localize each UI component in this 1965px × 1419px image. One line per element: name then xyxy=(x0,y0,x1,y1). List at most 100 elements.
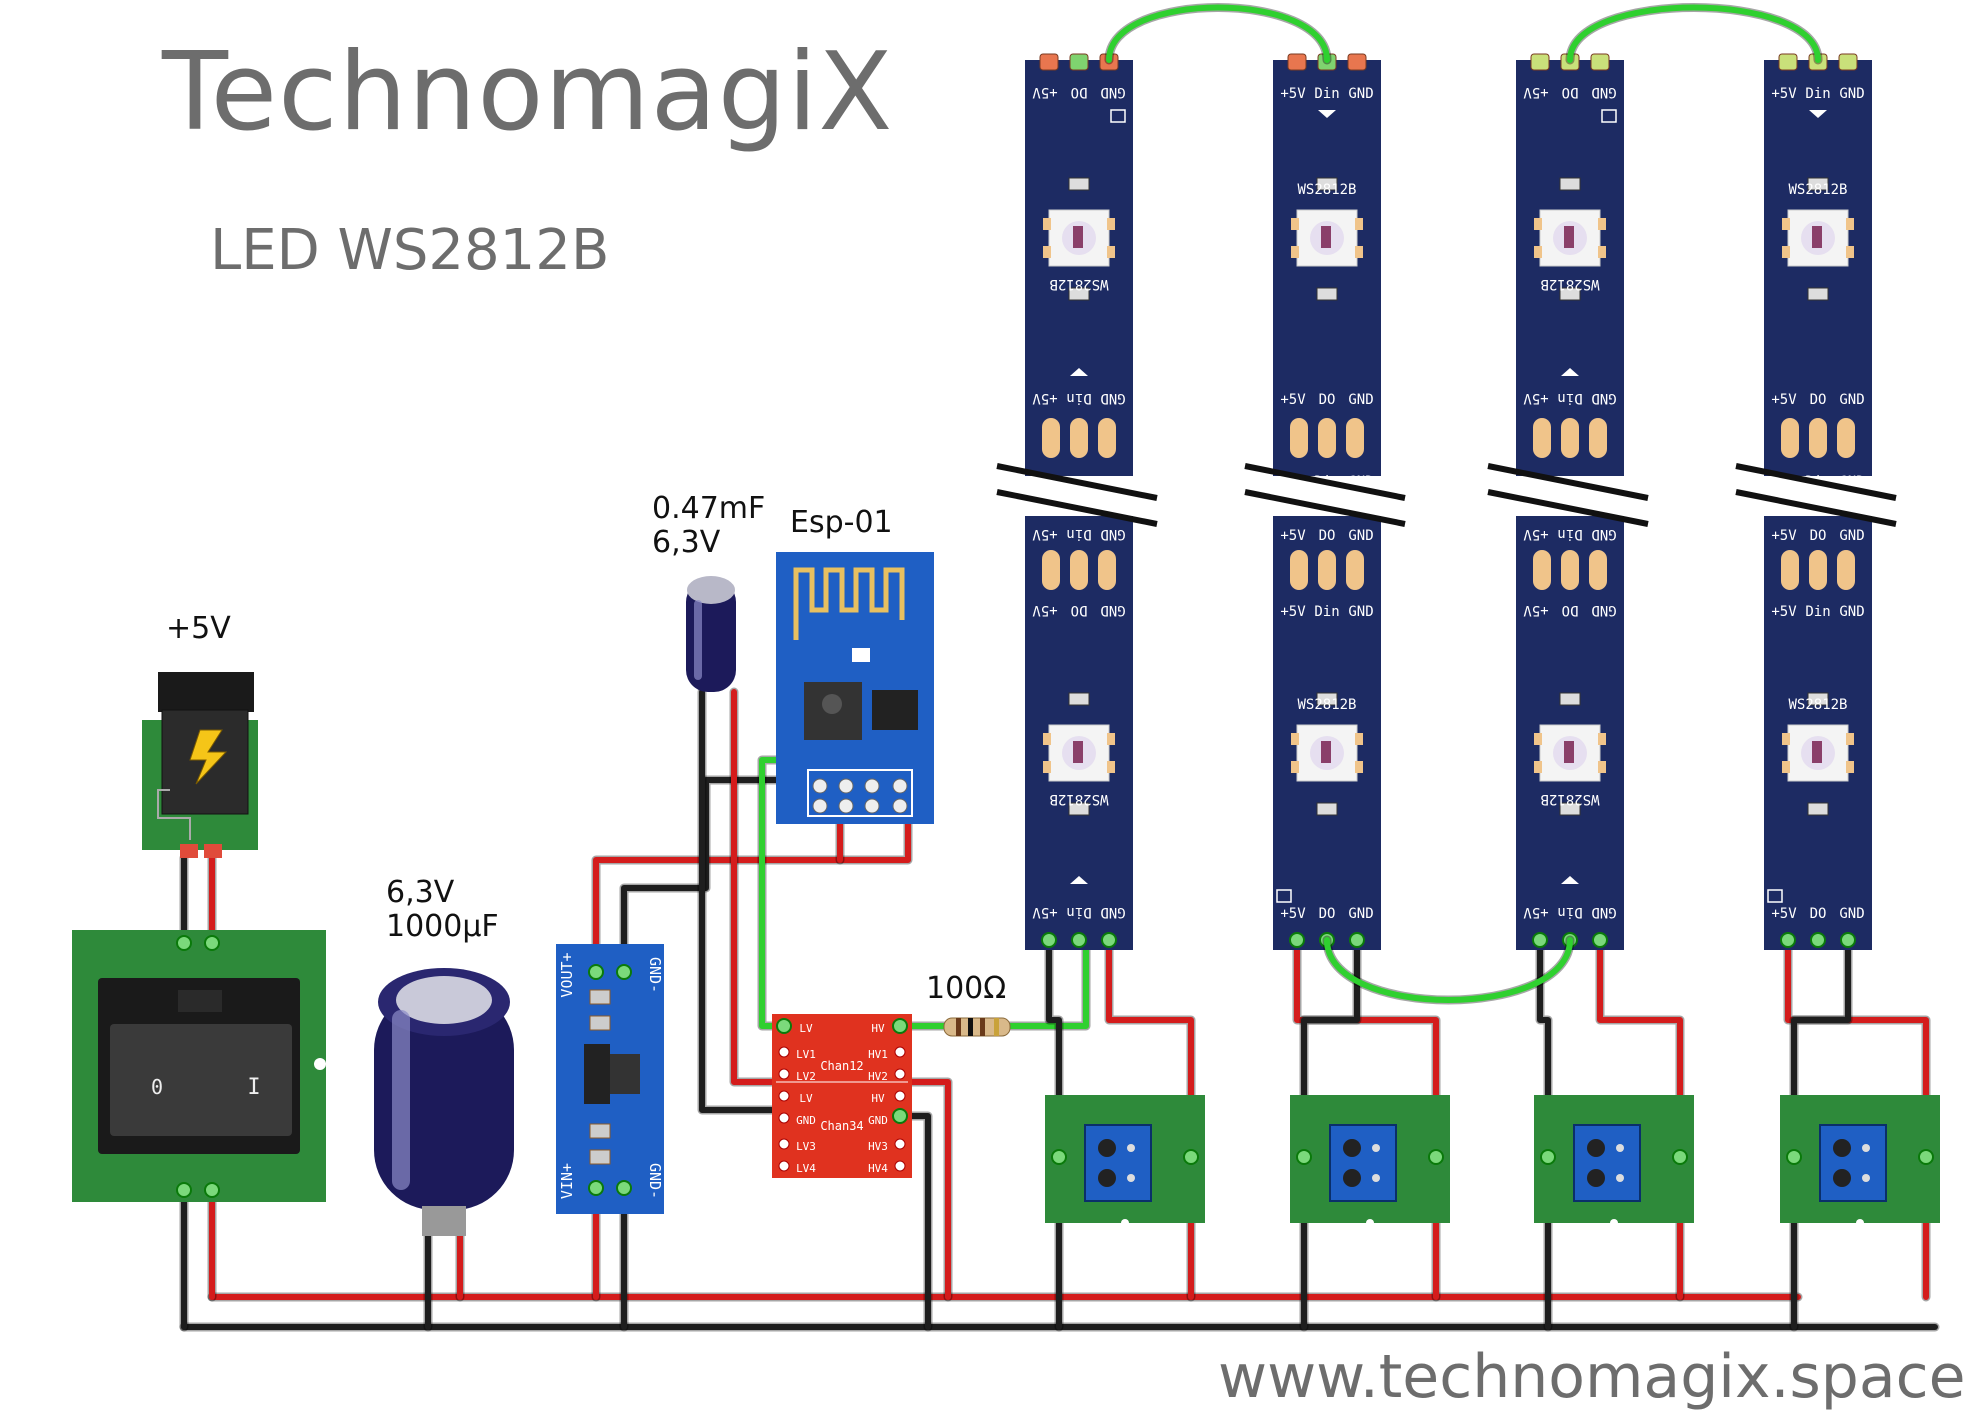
strip-pin-label: +5V xyxy=(1280,392,1306,408)
capacitor-smd xyxy=(1068,692,1090,706)
terminal-pin xyxy=(1296,1149,1312,1165)
strip-pin-label: DO xyxy=(1071,602,1088,618)
capacitor-smd xyxy=(1807,802,1829,816)
strip-pin-label: Din xyxy=(1314,604,1339,620)
strip-pin-label: Din xyxy=(1066,904,1091,920)
top-pad xyxy=(1530,53,1550,71)
top-pad xyxy=(1069,53,1089,71)
strip-pin-label: +5V xyxy=(1032,602,1058,618)
strip-pin-label: GND xyxy=(1100,84,1125,100)
cut-pad xyxy=(1098,550,1116,590)
strip-pin-label: GND xyxy=(1100,602,1125,618)
wires-front xyxy=(1104,3,1823,1005)
strip-pin-label: DO xyxy=(1562,602,1579,618)
wire-data-strip1 xyxy=(1007,937,1089,1029)
strip-pin-label: +5V xyxy=(1523,84,1549,100)
strip-pin-label: +5V xyxy=(1523,602,1549,618)
strip-pin-label: GND xyxy=(1591,602,1616,618)
terminal-block-2 xyxy=(1290,1095,1450,1227)
strip-pin-label: GND xyxy=(1591,526,1616,542)
top-pad xyxy=(1838,53,1858,71)
strip-pin-label: +5V xyxy=(1032,84,1058,100)
smd-part xyxy=(589,1149,611,1165)
cut-pad xyxy=(1290,550,1308,590)
terminal-pin xyxy=(1918,1149,1934,1165)
shifter-chan12-label: Chan12 xyxy=(820,1059,863,1073)
strip-pin-label: +5V xyxy=(1771,604,1797,620)
terminal-pin xyxy=(1051,1149,1067,1165)
strip-pin-label: GND xyxy=(1348,528,1373,544)
strip-pin-label: DO xyxy=(1071,84,1088,100)
terminal-pin xyxy=(1183,1149,1199,1165)
switch-on-mark: I xyxy=(247,1075,260,1100)
cut-pad xyxy=(1318,418,1336,458)
resistor-band xyxy=(968,1018,973,1036)
capacitor-smd xyxy=(1316,692,1338,706)
terminal-pin xyxy=(1428,1149,1444,1165)
cut-line xyxy=(996,463,1158,501)
cut-line xyxy=(1487,463,1649,501)
esp-label: Esp-01 xyxy=(790,505,893,540)
strip-pin-label: +5V xyxy=(1523,904,1549,920)
terminal-screw xyxy=(1587,1169,1605,1187)
cut-line xyxy=(1244,489,1406,527)
strip-pin-label: DO xyxy=(1319,528,1336,544)
top-pad xyxy=(1347,53,1367,71)
cut-pad xyxy=(1346,550,1364,590)
resistor-band xyxy=(994,1018,999,1036)
capacitor-smd xyxy=(1559,287,1581,301)
cut-line xyxy=(1735,463,1897,501)
terminal-block-3 xyxy=(1534,1095,1694,1227)
switch-pin xyxy=(176,935,192,951)
strip-pin-label: +5V xyxy=(1771,528,1797,544)
cap-top xyxy=(687,576,735,604)
strip-pin-label: GND xyxy=(1591,904,1616,920)
strip-pin-label: +5V xyxy=(1771,392,1797,408)
shifter-pin-label: GND xyxy=(796,1114,816,1127)
strip-bottom-pin xyxy=(1840,932,1856,948)
cut-pad xyxy=(1318,550,1336,590)
cut-pad xyxy=(1809,418,1827,458)
reg-pin xyxy=(588,964,604,980)
strip-pin-label: DO xyxy=(1319,392,1336,408)
cut-pad xyxy=(1837,550,1855,590)
terminal-housing xyxy=(1573,1124,1641,1202)
cut-pad xyxy=(1781,418,1799,458)
capacitor-smd xyxy=(1807,287,1829,301)
chip-label: WS2812B xyxy=(1788,182,1847,198)
strip-bottom-pin xyxy=(1810,932,1826,948)
cut-line xyxy=(1487,489,1649,527)
logo-mark xyxy=(1110,109,1126,123)
cut-pad xyxy=(1809,550,1827,590)
capacitor-smd xyxy=(1807,692,1829,706)
header-pin xyxy=(812,778,828,794)
top-pad xyxy=(1590,53,1610,71)
logo-mark xyxy=(1767,889,1783,903)
reg-pin xyxy=(588,1180,604,1196)
cut-pad xyxy=(1589,418,1607,458)
strip-pin-label: GND xyxy=(1348,604,1373,620)
strip-pin-label: Din xyxy=(1805,86,1830,102)
chip-label: WS2812B xyxy=(1049,276,1108,292)
strip-pin-label: GND xyxy=(1591,390,1616,406)
direction-arrow xyxy=(1561,876,1579,884)
shifter-pin-label: LV xyxy=(799,1022,813,1035)
top-pad xyxy=(1287,53,1307,71)
power-jack-label: +5V xyxy=(166,611,231,646)
terminal-pin xyxy=(1672,1149,1688,1165)
strip-pin-label: GND xyxy=(1591,84,1616,100)
led-1-chip xyxy=(1296,209,1358,267)
header-pin xyxy=(864,798,880,814)
shifter-pin-label: LV xyxy=(799,1092,813,1105)
resistor-label: 100Ω xyxy=(926,971,1007,1006)
strip-pin-label: GND xyxy=(1100,904,1125,920)
strip-bottom-pin xyxy=(1532,932,1548,948)
terminal-screw xyxy=(1343,1139,1361,1157)
chip-label: WS2812B xyxy=(1049,791,1108,807)
strip-pin-label: Din xyxy=(1314,86,1339,102)
shifter-pin xyxy=(892,1018,908,1034)
resistor xyxy=(943,1017,1011,1037)
shifter-pin-label: LV2 xyxy=(796,1070,816,1083)
